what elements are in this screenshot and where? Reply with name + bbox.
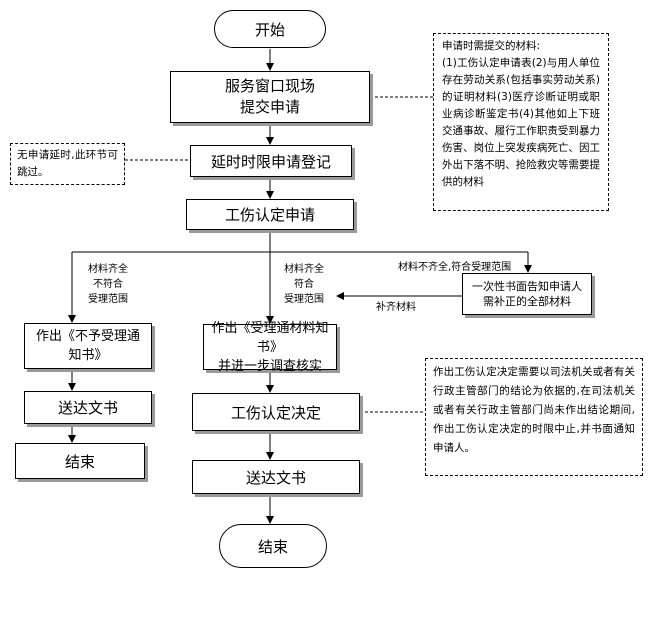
extension-registration-box: 延时时限申请登记 [190,145,352,177]
suspend-note: 作出工伤认定决定需要以司法机关或者有关行政主管部门的结论为依据的,在司法机关或者… [425,358,643,476]
end-left-box: 结束 [15,443,145,479]
supplement-notice-box: 一次性书面告知申请人 需补正的全部材料 [462,273,592,315]
right-branch-label: 材料不齐全,符合受理范围 [398,262,512,273]
left-branch-label: 材料齐全 不符合 受理范围 [88,264,128,305]
submit-application-box: 服务窗口现场 提交申请 [170,71,370,123]
materials-note-body: (1)工伤认定申请表(2)与用人单位存在劳动关系(包括事实劳动关系)的证明材料(… [442,57,600,188]
skip-note: 无申请延时,此环节可跳过。 [10,143,125,185]
deliver-left-box: 送达文书 [24,391,152,424]
rejection-notice-box: 作出《不予受理通 知书》 [24,323,152,369]
start-node: 开始 [214,10,326,48]
deliver-center-box: 送达文书 [192,460,360,494]
materials-note-title: 申请时需提交的材料: [442,40,541,52]
injury-decision-box: 工伤认定决定 [192,393,360,431]
injury-application-box: 工伤认定申请 [186,199,354,230]
supplement-label: 补齐材料 [376,302,416,313]
acceptance-notice-box: 作出《受理通材料知书》 并进一步调查核实 [203,321,337,374]
end-node: 结束 [219,524,327,568]
center-branch-label: 材料齐全 符合 受理范围 [284,264,324,305]
materials-note: 申请时需提交的材料: (1)工伤认定申请表(2)与用人单位存在劳动关系(包括事实… [433,33,609,211]
